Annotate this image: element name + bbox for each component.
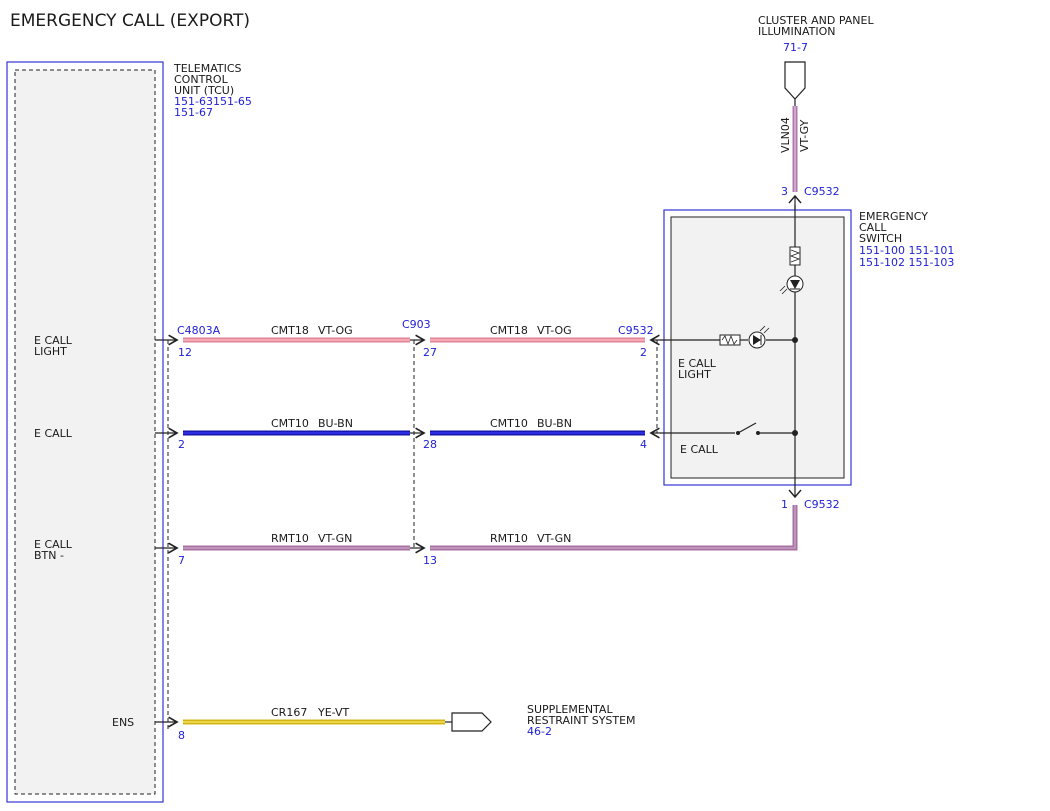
connector-c4803a: C4803A: [177, 324, 221, 337]
switch-pin-2: 2: [640, 346, 647, 359]
switch-pin-4: 4: [640, 438, 647, 451]
switch-frame: [663, 209, 852, 486]
tcu-pin-label-ecall-btn-2: BTN -: [34, 549, 64, 562]
srs-connector: [445, 712, 492, 732]
wire-cmt18-circuit-a: CMT18: [271, 324, 309, 337]
inline-pin-28: 28: [423, 438, 437, 451]
wire-rmt10-color-a: VT-GN: [318, 532, 352, 545]
srs-name-1: SUPPLEMENTAL: [527, 703, 613, 716]
wire-cmt10-circuit-b: CMT10: [490, 417, 528, 430]
tcu-pin-label-ecall-btn-1: E CALL: [34, 538, 73, 551]
tcu-pin-2: 2: [178, 438, 185, 451]
tcu-name-2: CONTROL: [174, 73, 229, 86]
connector-c903: C903: [402, 318, 431, 331]
wire-cmt10-color-a: BU-BN: [318, 417, 353, 430]
tcu-pin-label-ens: ENS: [112, 716, 134, 729]
ground-pin-number: 1: [781, 498, 788, 511]
connector-c9532: C9532: [618, 324, 654, 337]
cluster-name-2: ILLUMINATION: [758, 25, 836, 38]
tcu-frame: [6, 61, 164, 803]
diagram-title: EMERGENCY CALL (EXPORT): [10, 11, 250, 31]
cluster-connector-icon: [784, 61, 806, 100]
cluster-feed: [784, 61, 806, 210]
wire-rmt10-circuit-a: RMT10: [271, 532, 309, 545]
cluster-ref: 71-7: [783, 41, 808, 54]
wire-rmt10-color-b: VT-GN: [537, 532, 571, 545]
tcu-pin-stubs: [155, 334, 179, 732]
tcu-pin-label-ecall-light-2: LIGHT: [34, 345, 67, 358]
ground-pin-arrow: [788, 489, 802, 499]
switch-name-3: SWITCH: [859, 232, 902, 245]
tcu-module: TELEMATICS CONTROL UNIT (TCU) 151-63151-…: [6, 61, 252, 803]
switch-name-2: CALL: [859, 221, 887, 234]
cluster-pin: 3: [781, 185, 788, 198]
tcu-name-1: TELEMATICS: [173, 62, 242, 75]
wire-cr167-circuit: CR167: [271, 706, 307, 719]
wire-rmt10: [183, 505, 798, 551]
wire-cmt10-circuit-a: CMT10: [271, 417, 309, 430]
wire-rmt10-circuit-b: RMT10: [490, 532, 528, 545]
tcu-name-3: UNIT (TCU): [174, 84, 234, 97]
tcu-pin-8: 8: [178, 729, 185, 742]
inline-connector-c903: [408, 334, 426, 554]
switch-ref-1: 151-100 151-101: [859, 244, 954, 257]
inline-pin-27: 27: [423, 346, 437, 359]
wire-cmt18-circuit-b: CMT18: [490, 324, 528, 337]
switch-call-label: E CALL: [680, 443, 719, 456]
ground-pin-connector: C9532: [804, 498, 840, 511]
emergency-call-switch: [660, 205, 852, 497]
cluster-connector: C9532: [804, 185, 840, 198]
switch-light-label-1: E CALL: [678, 357, 717, 370]
srs-name-2: RESTRAINT SYSTEM: [527, 714, 636, 727]
wire-cmt18-color-a: VT-OG: [318, 324, 353, 337]
wire-cr167-color: YE-VT: [317, 706, 350, 719]
wire-cmt10-color-b: BU-BN: [537, 417, 572, 430]
switch-name-1: EMERGENCY: [859, 210, 928, 223]
cluster-circuit: VLN04: [779, 117, 792, 153]
switch-ref-2: 151-102 151-103: [859, 256, 954, 269]
inline-pin-13: 13: [423, 554, 437, 567]
cluster-name-1: CLUSTER AND PANEL: [758, 14, 874, 27]
cluster-wire-color: VT-GY: [798, 119, 811, 152]
switch-connector-pins: [649, 334, 660, 439]
tcu-ref-2: 151-67: [174, 106, 213, 119]
srs-ref: 46-2: [527, 725, 552, 738]
tcu-ref-1: 151-63151-65: [174, 95, 252, 108]
ecall-switch-contact-icon: [737, 422, 757, 434]
switch-light-label-2: LIGHT: [678, 368, 711, 381]
tcu-pin-12: 12: [178, 346, 192, 359]
tcu-body: [14, 69, 156, 795]
tcu-pin-7: 7: [178, 554, 185, 567]
tcu-pin-label-ecall-light-1: E CALL: [34, 334, 73, 347]
tcu-pin-label-ecall: E CALL: [34, 427, 73, 440]
wire-cmt18-color-b: VT-OG: [537, 324, 572, 337]
